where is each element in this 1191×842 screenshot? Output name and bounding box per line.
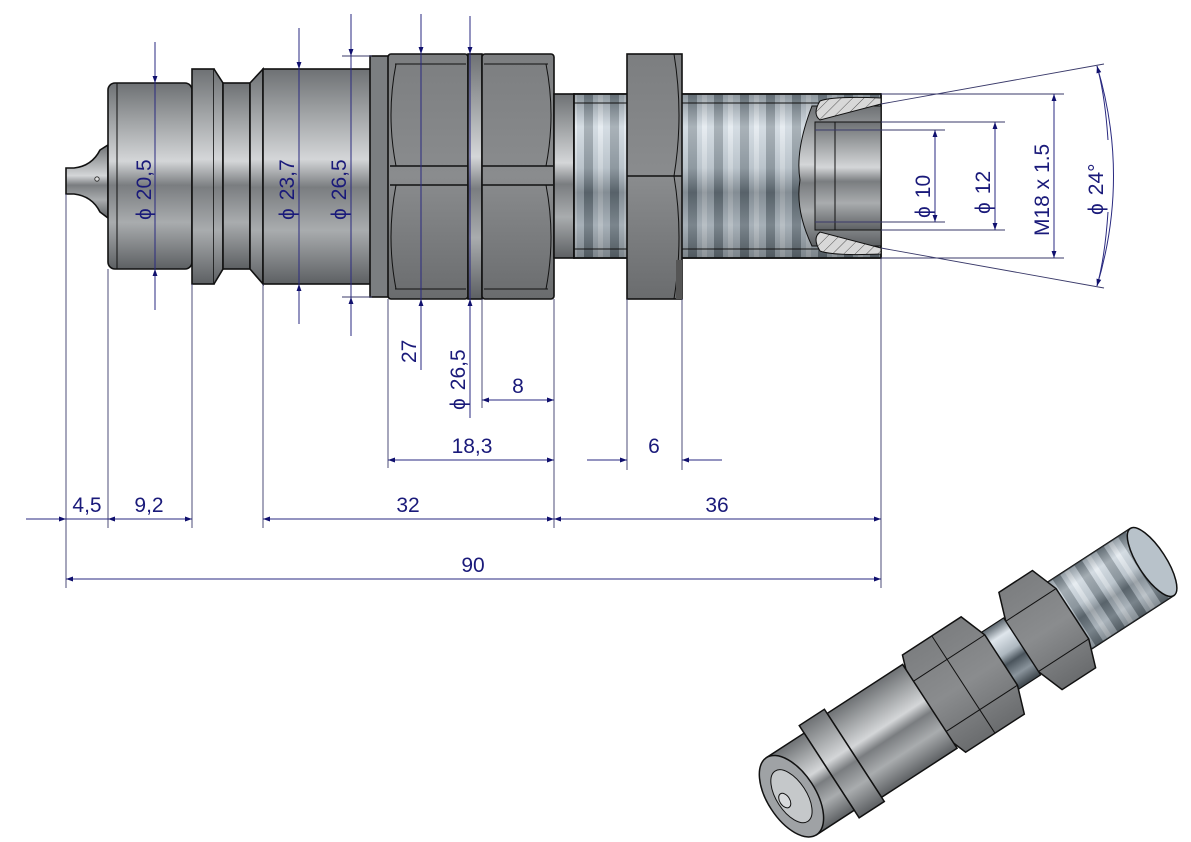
label-length-9-2: 9,2: [134, 494, 163, 517]
dim-diameter-26-5: [342, 14, 372, 336]
label-length-18-3: 18,3: [452, 435, 493, 458]
dim-bore-10: [815, 129, 945, 223]
hex-body: [387, 53, 555, 300]
label-thread: M18 x 1.5: [1031, 144, 1054, 236]
isometric-view: [758, 526, 1178, 838]
label-length-6: 6: [648, 435, 660, 458]
label-hex-27: 27: [398, 340, 421, 363]
dimensions: ϕ20,5 ϕ23,7 ϕ26,5 27 ϕ26,5 ϕ10 ϕ12 M18 x…: [26, 14, 1114, 588]
label-diameter-20-5: ϕ20,5: [133, 159, 156, 220]
label-diameter-26-5-b: ϕ26,5: [447, 349, 470, 410]
neck: [553, 93, 575, 259]
iso-tip-pin: [778, 792, 792, 809]
dim-bore-12: [881, 121, 1005, 231]
locking-ring: [191, 68, 215, 285]
label-cone-24: ϕ24°: [1085, 163, 1108, 215]
dim-cone-24: [880, 63, 1114, 289]
label-bore-10: ϕ10: [912, 175, 935, 218]
label-bore-12: ϕ12: [972, 171, 995, 214]
label-length-32: 32: [396, 494, 419, 517]
dim-thread: [881, 93, 1064, 259]
main-body: [262, 68, 374, 285]
tip-pin: [65, 143, 109, 220]
label-length-8: 8: [512, 375, 524, 398]
label-diameter-23-7: ϕ23,7: [276, 159, 299, 220]
flange: [369, 55, 391, 298]
label-diameter-26-5: ϕ26,5: [328, 159, 351, 220]
label-length-4-5: 4,5: [72, 494, 101, 517]
label-length-90: 90: [461, 554, 484, 577]
bulkhead-nut: [626, 53, 683, 300]
part-side-view: [65, 53, 882, 300]
label-length-36: 36: [705, 494, 728, 517]
tip-hole: [94, 176, 100, 182]
section-cutaway: [798, 96, 882, 256]
